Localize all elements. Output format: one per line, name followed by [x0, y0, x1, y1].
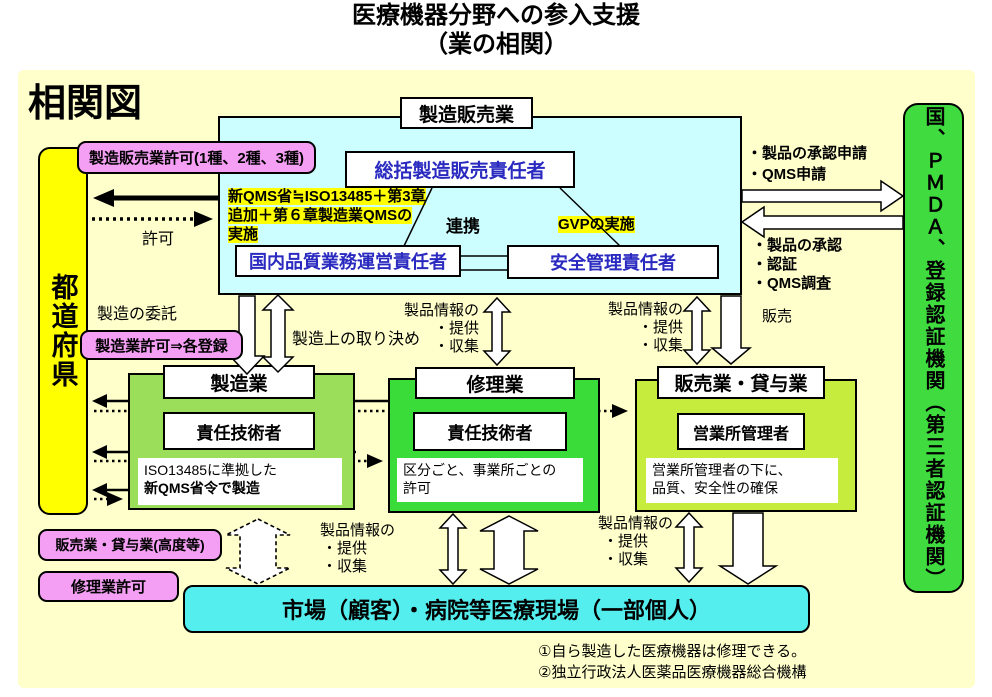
product-info-give: ・提供: [637, 319, 683, 336]
authority-label: 国、ＰＭＤＡ、登録認証機関（第三者認証機関）: [922, 106, 944, 590]
permit-sales-label: 販売業・貸与業(高度等): [55, 537, 205, 553]
market-box: 市場（顧客）・病院等医療現場（一部個人）: [183, 585, 810, 633]
sales-manager-label: 営業所管理者: [692, 425, 789, 443]
page-title: 医療機器分野への参入支援 （業の相関）: [0, 1, 992, 59]
cooperation-label: 連携: [446, 217, 480, 236]
agreement-label: 製造上の取り決め: [292, 331, 421, 348]
manufacturer-title-box: 製造業: [163, 365, 315, 399]
qms-note-line1: 新QMS省≒ISO13485＋第3章: [228, 188, 426, 205]
license-label: 許可: [142, 231, 175, 248]
sales-title-box: 販売業・貸与業: [657, 366, 825, 399]
gvp-note: GVPの実施: [558, 215, 635, 234]
sales-title: 販売業・貸与業: [674, 374, 808, 395]
permit-repair-label: 修理業許可: [70, 579, 146, 596]
permit-mfr-box: 製造業許可⇒各登録: [80, 330, 243, 360]
product-info-head: 製品情報の: [598, 515, 674, 532]
safety-manager-box: 安全管理責任者: [507, 245, 719, 279]
repair-note: 区分ごと、事業所ごとの 許可: [397, 458, 583, 502]
product-info-head: 製品情報の: [320, 522, 396, 539]
prefecture-label: 都道府県: [47, 273, 78, 389]
permit-mah-label: 製造販売業許可(1種、2種、3種): [88, 150, 305, 167]
repair-engineer-box: 責任技術者: [413, 412, 567, 451]
application-label-2: ・QMS申請: [747, 166, 827, 183]
product-info-head: 製品情報の: [607, 301, 683, 318]
footnotes: ①自ら製造した医療機器は修理できる。 ②独立行政法人医薬品医療機器総合機構: [538, 641, 806, 683]
footnote-1: ①自ら製造した医療機器は修理できる。: [538, 643, 807, 660]
sales-manager-box: 営業所管理者: [677, 413, 805, 450]
approval-labels: ・製品の承認 ・認証 ・QMS調査: [752, 236, 842, 293]
general-marketing-supervisor-label: 総括製造販売責任者: [374, 161, 546, 182]
consignment-label: 製造の委託: [97, 306, 178, 323]
manufacturer-note-line2: 新QMS省令で製造: [144, 480, 260, 496]
application-labels: ・製品の承認申請 ・QMS申請: [747, 143, 867, 185]
authority-box: 国、ＰＭＤＡ、登録認証機関（第三者認証機関）: [903, 103, 964, 593]
gvp-label: GVPの実施: [558, 216, 635, 233]
approval-label-1: ・製品の承認: [752, 237, 843, 254]
product-info-give: ・提供: [433, 320, 479, 337]
diagram-heading: 相関図: [28, 83, 143, 125]
product-info-head: 製品情報の: [403, 302, 479, 319]
product-info-collect: ・収集: [603, 551, 649, 568]
product-info-give: ・提供: [322, 540, 368, 557]
qms-note: 新QMS省≒ISO13485＋第3章 追加＋第６章製造業QMSの 実施: [228, 187, 426, 244]
product-info-label-sales-top: 製品情報の ・提供 ・収集: [596, 301, 683, 355]
repair-title: 修理業: [466, 374, 524, 396]
manufacturer-engineer-box: 責任技術者: [163, 412, 315, 450]
product-info-label-repair-top: 製品情報の ・提供 ・収集: [390, 302, 479, 356]
product-info-label-mfr-bottom: 製品情報の ・提供 ・収集: [320, 522, 395, 576]
mah-title: 製造販売業: [418, 104, 514, 126]
sales-note-line2: 品質、安全性の確保: [652, 480, 778, 496]
footnote-2: ②独立行政法人医薬品医療機器総合機構: [538, 664, 807, 681]
manufacturer-note-line1: ISO13485に準拠した: [144, 462, 278, 478]
repair-note-line1: 区分ごと、事業所ごとの: [403, 462, 557, 478]
domestic-quality-manager-box: 国内品質業務運営責任者: [235, 245, 461, 277]
manufacturer-note: ISO13485に準拠した 新QMS省令で製造: [138, 458, 342, 505]
approval-label-3: ・QMS調査: [752, 275, 832, 292]
domestic-quality-manager-label: 国内品質業務運営責任者: [249, 252, 447, 272]
product-info-collect: ・収集: [433, 338, 479, 355]
product-info-collect: ・収集: [637, 337, 683, 354]
permit-sales-box: 販売業・貸与業(高度等): [38, 529, 222, 561]
page-title-line2: （業の相関）: [424, 31, 568, 58]
sales-note-line1: 営業所管理者の下に、: [652, 462, 792, 478]
sell-label: 販売: [762, 308, 793, 325]
page-title-line1: 医療機器分野への参入支援: [352, 2, 640, 29]
mah-title-box: 製造販売業: [400, 97, 533, 129]
permit-mfr-label: 製造業許可⇒各登録: [95, 337, 228, 355]
manufacturer-engineer-label: 責任技術者: [196, 423, 282, 443]
approval-label-2: ・認証: [752, 256, 798, 273]
product-info-collect: ・収集: [322, 558, 368, 575]
permit-repair-box: 修理業許可: [38, 571, 179, 602]
repair-note-line2: 許可: [403, 480, 431, 496]
permit-mah-box: 製造販売業許可(1種、2種、3種): [77, 141, 316, 174]
product-info-give: ・提供: [603, 533, 649, 550]
sales-note: 営業所管理者の下に、 品質、安全性の確保: [646, 458, 838, 503]
product-info-label-sales-bottom: 製品情報の ・提供 ・収集: [598, 515, 673, 569]
repair-engineer-label: 責任技術者: [447, 424, 533, 443]
repair-title-box: 修理業: [415, 367, 575, 399]
market-label: 市場（顧客）・病院等医療現場（一部個人）: [281, 598, 711, 623]
prefecture-box: 都道府県: [38, 147, 88, 515]
application-label-1: ・製品の承認申請: [747, 145, 868, 162]
qms-note-line2: 追加＋第６章製造業QMSの: [228, 207, 413, 224]
safety-manager-label: 安全管理責任者: [550, 253, 676, 273]
general-marketing-supervisor-box: 総括製造販売責任者: [345, 151, 575, 188]
qms-note-line3: 実施: [228, 226, 259, 243]
manufacturer-title: 製造業: [210, 373, 268, 395]
